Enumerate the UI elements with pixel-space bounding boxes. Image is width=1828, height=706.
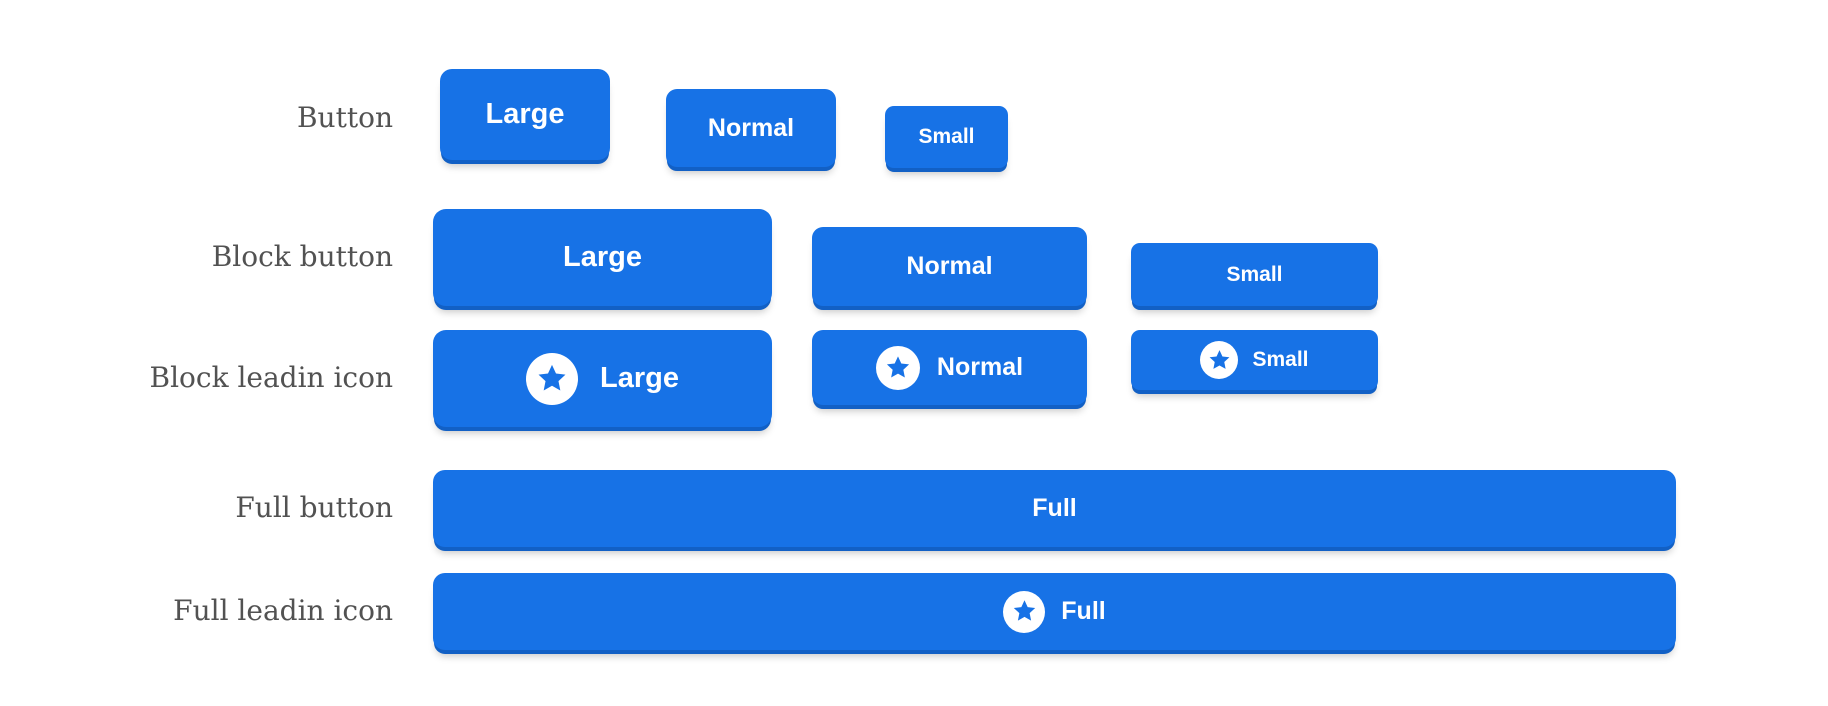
star-icon bbox=[1209, 349, 1230, 369]
row-full-button-label: Full button bbox=[235, 491, 393, 525]
star-circle bbox=[1200, 341, 1239, 379]
button-label: Large bbox=[600, 362, 679, 394]
button-label: Normal bbox=[936, 353, 1024, 381]
row-block-button-label: Block button bbox=[211, 240, 393, 274]
row-full-leadin-icon-label: Full leadin icon bbox=[173, 594, 393, 628]
star-circle bbox=[875, 345, 920, 390]
button-label: Small bbox=[1252, 348, 1309, 371]
block-leadin-button-normal[interactable]: Normal bbox=[812, 330, 1087, 405]
row-button-label: Button bbox=[296, 101, 393, 135]
row-block-leadin-icon: Block leadin icon Large Normal bbox=[0, 330, 1828, 427]
star-icon bbox=[1013, 600, 1035, 621]
star-icon bbox=[538, 364, 566, 390]
block-button-large[interactable]: Large bbox=[433, 209, 772, 306]
block-leadin-button-small[interactable]: Small bbox=[1131, 330, 1378, 390]
button-label: Full bbox=[1061, 597, 1106, 625]
block-button-small[interactable]: Small bbox=[1131, 243, 1378, 306]
row-button: Button Large Normal Small bbox=[0, 69, 1828, 168]
full-leadin-button[interactable]: Full bbox=[433, 573, 1676, 650]
block-button-normal[interactable]: Normal bbox=[812, 227, 1087, 306]
full-button[interactable]: Full bbox=[433, 470, 1676, 547]
button-normal[interactable]: Normal bbox=[666, 89, 836, 167]
row-full-leadin-icon: Full leadin icon Full bbox=[0, 573, 1828, 650]
row-full-button: Full button Full bbox=[0, 470, 1828, 547]
button-large[interactable]: Large bbox=[440, 69, 610, 160]
star-circle bbox=[1003, 590, 1046, 633]
star-icon bbox=[886, 355, 910, 377]
row-block-button: Block button Large Normal Small bbox=[0, 209, 1828, 306]
row-block-leadin-icon-label: Block leadin icon bbox=[149, 361, 394, 395]
star-circle bbox=[526, 352, 578, 405]
block-leadin-button-large[interactable]: Large bbox=[433, 330, 772, 427]
button-small[interactable]: Small bbox=[885, 106, 1008, 168]
